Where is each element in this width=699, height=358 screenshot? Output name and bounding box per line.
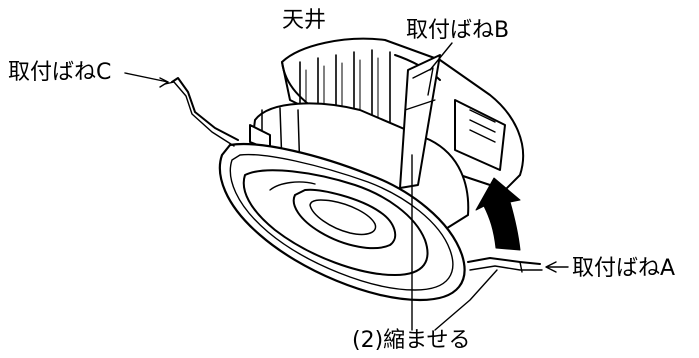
- spring-a: [467, 257, 543, 273]
- rotation-arrow: [475, 177, 521, 251]
- spring-b: [399, 54, 441, 189]
- lens-assembly: [242, 169, 429, 276]
- label-ceiling: 天井: [282, 8, 327, 33]
- label-step-compress: (2)縮ませる: [352, 328, 471, 353]
- label-spring-b: 取付ばねB: [406, 18, 510, 43]
- label-spring-a: 取付ばねA: [572, 256, 676, 281]
- fixture-housing: [281, 37, 525, 191]
- leader-lines: [124, 42, 569, 331]
- spring-c: [164, 77, 239, 147]
- label-spring-c: 取付ばねC: [8, 60, 112, 85]
